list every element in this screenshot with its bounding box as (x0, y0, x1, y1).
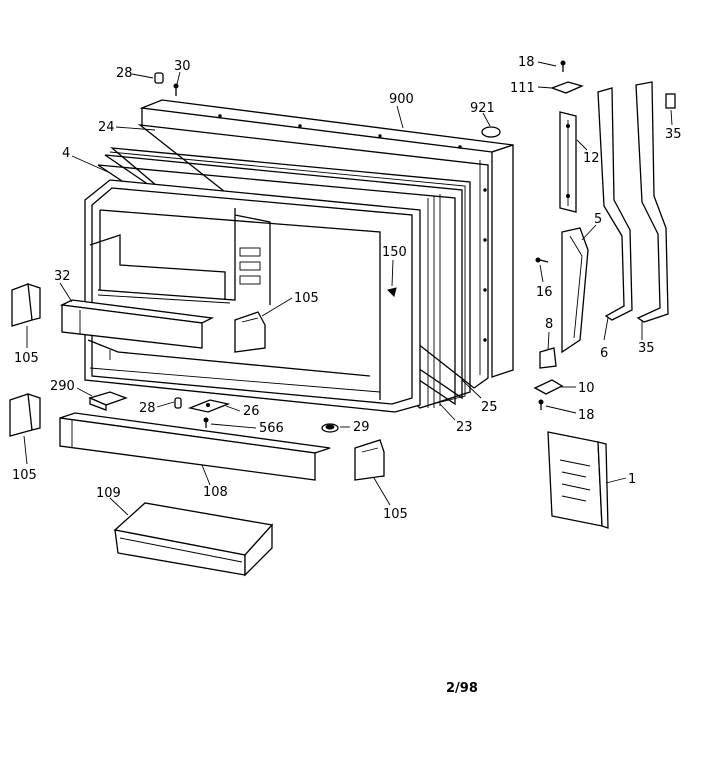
label-105-left-top: 105 (14, 351, 39, 366)
hinge-assembly (533, 111, 589, 410)
door-outer-panel (139, 99, 514, 378)
label-35-bottom: 35 (638, 341, 655, 356)
crisper-drawer (113, 502, 274, 577)
label-900: 900 (389, 92, 414, 107)
label-8: 8 (545, 317, 553, 332)
part-labels: 28 30 900 921 24 4 18 111 35 12 5 16 8 6… (12, 55, 682, 522)
label-108: 108 (203, 485, 228, 500)
label-35-top: 35 (665, 127, 682, 142)
label-30: 30 (174, 59, 191, 74)
leader-lines (23, 61, 673, 516)
shelf-end-cap-left-bottom (9, 393, 41, 437)
label-29: 29 (353, 420, 370, 435)
owners-manual (547, 431, 609, 529)
label-10: 10 (578, 381, 595, 396)
door-handles (597, 81, 669, 323)
shelf-end-cap-left-top (11, 283, 41, 327)
label-24: 24 (98, 120, 115, 135)
label-1: 1 (628, 472, 636, 487)
label-18-bottom: 18 (578, 408, 595, 423)
door-shelf-bar (59, 299, 215, 349)
small-hardware-parts (88, 60, 676, 433)
label-4: 4 (62, 146, 70, 161)
label-32: 32 (54, 269, 71, 284)
label-566: 566 (259, 421, 284, 436)
label-26: 26 (243, 404, 260, 419)
label-25: 25 (481, 400, 498, 415)
label-5: 5 (594, 212, 602, 227)
label-28-mid: 28 (139, 401, 156, 416)
label-150: 150 (382, 245, 407, 260)
door-bin (59, 412, 331, 481)
shelf-end-cap-bottom (354, 439, 385, 481)
label-105-bottom: 105 (383, 507, 408, 522)
label-109: 109 (96, 486, 121, 501)
label-6: 6 (600, 346, 608, 361)
label-18-top: 18 (518, 55, 535, 70)
label-12: 12 (583, 151, 600, 166)
label-23: 23 (456, 420, 473, 435)
label-105-mid: 105 (294, 291, 319, 306)
label-28-top: 28 (116, 66, 133, 81)
label-105-left-bottom: 105 (12, 468, 37, 483)
page-code: 2/98 (446, 681, 478, 696)
door-inner-liner (84, 179, 421, 413)
label-111: 111 (510, 81, 535, 96)
label-921: 921 (470, 101, 495, 116)
label-290: 290 (50, 379, 75, 394)
shelf-end-cap-mid (234, 311, 266, 353)
label-16: 16 (536, 285, 553, 300)
